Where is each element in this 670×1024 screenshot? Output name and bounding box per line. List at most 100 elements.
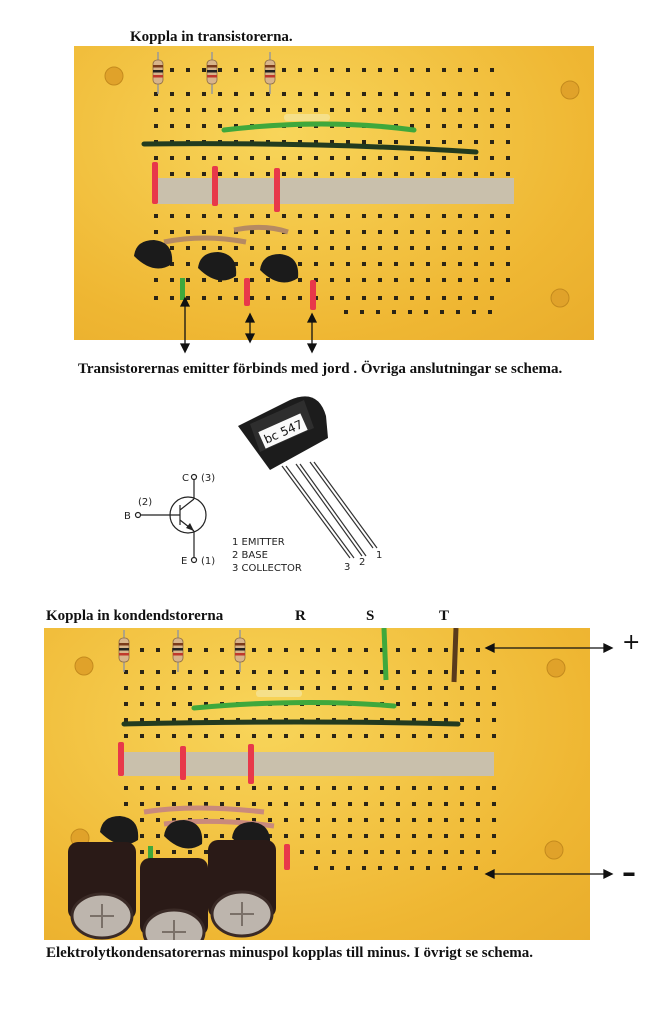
board-hole: [412, 786, 416, 790]
board-hole: [220, 834, 224, 838]
board-hole: [412, 834, 416, 838]
legend-base: 2 BASE: [232, 550, 268, 561]
board-hole: [428, 786, 432, 790]
board-hole: [476, 648, 480, 652]
board-hole: [188, 786, 192, 790]
resistor-band: [153, 75, 163, 78]
board-hole: [492, 818, 496, 822]
board-hole: [188, 734, 192, 738]
board-hole: [492, 734, 496, 738]
board-hole: [252, 802, 256, 806]
red-wire-sleeve: [212, 166, 218, 206]
board-hole: [428, 702, 432, 706]
board-hole: [474, 230, 478, 234]
board-hole: [410, 230, 414, 234]
board-hole: [348, 818, 352, 822]
board-hole: [396, 802, 400, 806]
board-hole: [140, 686, 144, 690]
board-hole: [332, 850, 336, 854]
board-hole: [506, 214, 510, 218]
board-hole: [394, 230, 398, 234]
board-hole: [234, 124, 238, 128]
board-hole: [396, 786, 400, 790]
green-wire-s: [381, 627, 389, 681]
board-hole: [284, 786, 288, 790]
board-hole: [172, 802, 176, 806]
board-hole: [348, 734, 352, 738]
board-hole: [490, 108, 494, 112]
board-hole: [474, 108, 478, 112]
board-hole: [154, 108, 158, 112]
board-hole: [394, 92, 398, 96]
board-hole: [298, 230, 302, 234]
resistor-band: [119, 643, 129, 646]
board-hole: [298, 296, 302, 300]
board-hole: [124, 734, 128, 738]
pin-number-1: 1: [376, 550, 382, 561]
board-hole: [140, 834, 144, 838]
board-hole: [444, 686, 448, 690]
resistor-band: [235, 653, 245, 656]
board-hole: [186, 296, 190, 300]
board-hole: [300, 670, 304, 674]
board-hole: [298, 108, 302, 112]
green-wire: [191, 699, 397, 711]
red-wire-sleeve: [244, 278, 250, 306]
board-hole: [250, 92, 254, 96]
board-hole: [316, 802, 320, 806]
board-hole: [156, 702, 160, 706]
board-hole: [204, 834, 208, 838]
board-hole: [380, 818, 384, 822]
board-hole: [140, 718, 144, 722]
board-hole: [234, 296, 238, 300]
board-hole: [412, 670, 416, 674]
board-hole: [428, 802, 432, 806]
board-hole: [300, 802, 304, 806]
board-hole: [234, 92, 238, 96]
board-hole: [428, 818, 432, 822]
board-hole: [378, 68, 382, 72]
board-hole: [346, 172, 350, 176]
board-hole: [410, 278, 414, 282]
board-hole: [330, 156, 334, 160]
board-hole: [188, 802, 192, 806]
board-hole: [412, 818, 416, 822]
board-hole: [396, 702, 400, 706]
transistor-photo: [100, 816, 139, 845]
board-hole: [188, 648, 192, 652]
board-hole: [444, 786, 448, 790]
arrow-head-down: [306, 343, 318, 354]
board-hole: [506, 172, 510, 176]
board-hole: [332, 734, 336, 738]
bottom-heading: Koppla in kondendstorerna: [46, 608, 224, 624]
board-hole: [362, 156, 366, 160]
board-hole: [444, 818, 448, 822]
board-hole: [236, 670, 240, 674]
board-hole: [268, 802, 272, 806]
board-hole: [266, 172, 270, 176]
board-hole: [476, 802, 480, 806]
board-hole: [474, 140, 478, 144]
board-hole: [412, 718, 416, 722]
board-hole: [300, 834, 304, 838]
board-hole: [380, 686, 384, 690]
board-hole: [472, 310, 476, 314]
board-hole: [362, 172, 366, 176]
board-hole: [316, 670, 320, 674]
red-wire-sleeve: [118, 742, 124, 776]
board-hole: [172, 718, 176, 722]
board-hole: [186, 230, 190, 234]
red-wire-sleeve: [310, 280, 316, 310]
board-hole: [476, 834, 480, 838]
collector-pin-num: (3): [201, 473, 215, 484]
board-hole: [250, 108, 254, 112]
board-hole: [330, 230, 334, 234]
board-hole: [492, 718, 496, 722]
board-hole: [204, 718, 208, 722]
package-label-bg: [258, 413, 308, 449]
board-hole: [218, 230, 222, 234]
board-hole: [234, 156, 238, 160]
resistor-band: [173, 648, 183, 651]
board-hole: [316, 734, 320, 738]
board-hole: [476, 850, 480, 854]
